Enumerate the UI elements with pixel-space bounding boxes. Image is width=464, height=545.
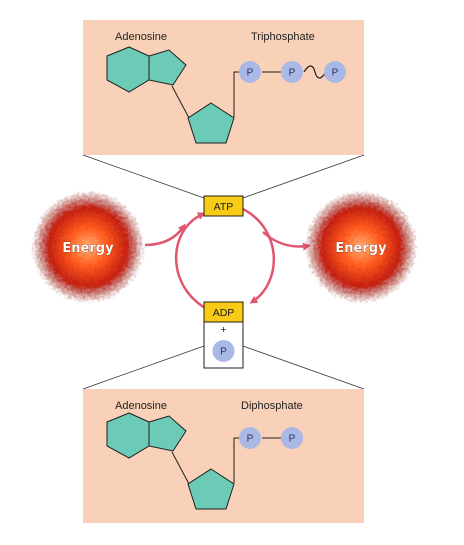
phosphate-circle-1-bottom — [239, 427, 261, 449]
phosphate-label-3-top: P — [332, 68, 339, 79]
atp-adp-cycle: ATP ADP + P — [144, 195, 311, 369]
energy-burst-right-icon — [305, 191, 417, 303]
free-phosphate-circle — [212, 340, 235, 362]
atp-label: ATP — [214, 201, 234, 213]
ribose-pentagon-bottom — [187, 468, 235, 510]
adenosine-label-bottom: Adenosine — [115, 400, 167, 412]
phosphate-circle-1-top — [239, 61, 261, 83]
phosphate-circle-2-top — [281, 61, 303, 83]
adp-label: ADP — [213, 307, 235, 319]
zoom-line-bottom-right — [242, 345, 365, 390]
energy-burst-right: Energy — [305, 191, 417, 303]
adenine-pentagon-bottom — [148, 415, 187, 452]
adenine-ribose-bond-top — [171, 85, 190, 119]
phosphate-circle-2-bottom — [281, 427, 303, 449]
energy-input-arrow — [144, 223, 186, 247]
diphosphate-label: Diphosphate — [241, 400, 303, 412]
energy-label-right: Energy — [335, 241, 387, 256]
atp-label-box — [203, 195, 244, 217]
triphosphate-label: Triphosphate — [251, 31, 315, 43]
zoom-line-top-left — [82, 154, 205, 199]
adenosine-label-top: Adenosine — [115, 31, 167, 43]
adenine-ribose-bond-bottom — [171, 451, 190, 485]
high-energy-bond-icon — [303, 65, 327, 79]
energy-output-arrow — [262, 231, 311, 251]
adenine-pentagon-top — [148, 49, 187, 86]
plus-sign: + — [220, 324, 226, 336]
adp-molecule-panel: Adenosine Diphosphate P P — [83, 389, 364, 523]
phosphate-label-2-top: P — [289, 68, 296, 79]
cycle-arrow-right — [242, 207, 275, 304]
atp-molecule-panel: Adenosine Triphosphate P P P — [83, 20, 364, 155]
phosphate-circle-3-top — [324, 61, 346, 83]
ribose-pentagon-top — [187, 102, 235, 144]
free-phosphate-label: P — [220, 347, 227, 358]
cycle-arrow-left — [174, 212, 208, 311]
zoom-line-top-right — [242, 154, 365, 199]
phosphate-label-1-top: P — [247, 68, 254, 79]
phosphate-label-2-bottom: P — [289, 434, 296, 445]
phosphate-label-1-bottom: P — [247, 434, 254, 445]
energy-burst-left-icon — [32, 191, 144, 303]
energy-label-left: Energy — [62, 241, 114, 256]
energy-burst-left: Energy — [32, 191, 144, 303]
zoom-line-bottom-left — [82, 345, 205, 390]
